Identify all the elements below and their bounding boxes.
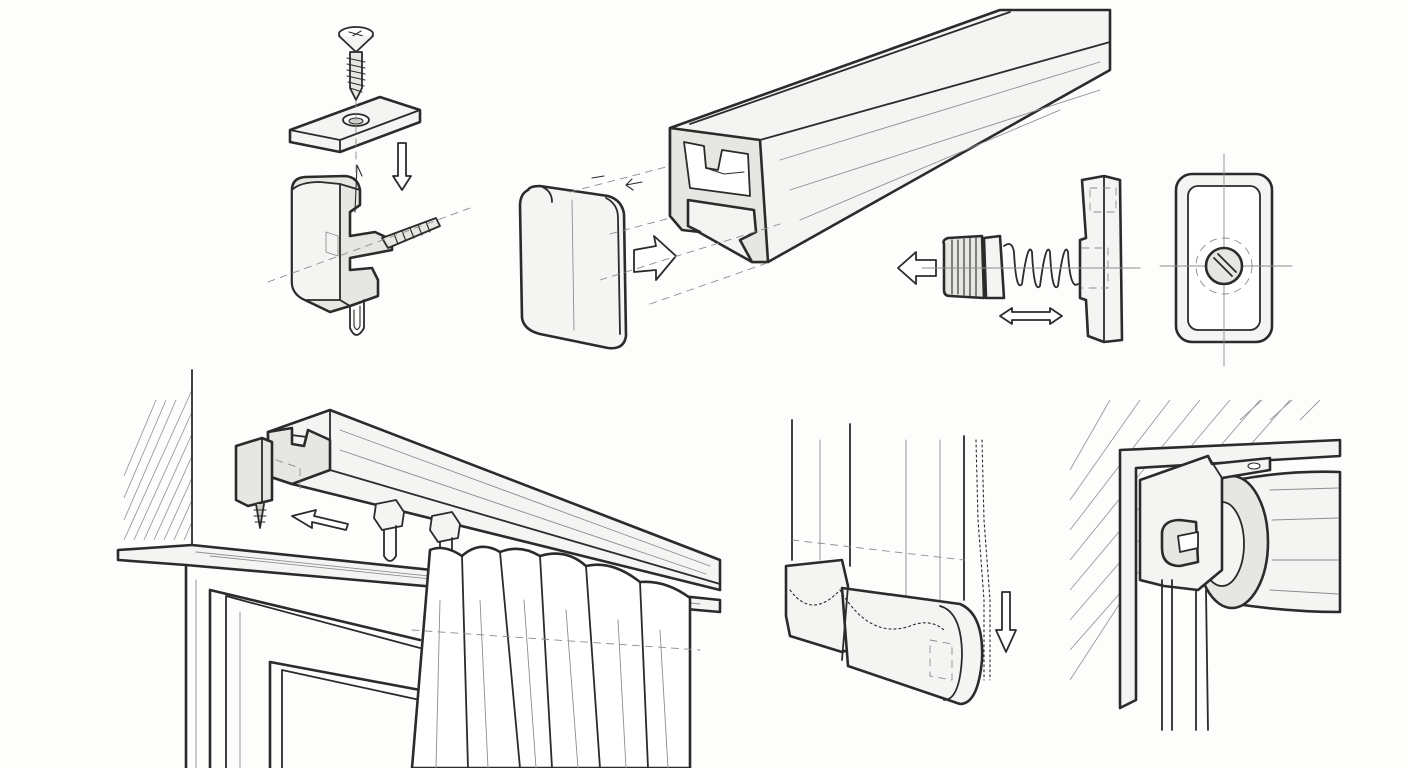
slotted-screw-icon (1204, 246, 1244, 286)
arrow-right-icon (633, 235, 677, 281)
arrow-down-icon (392, 142, 412, 191)
window-frame (184, 563, 422, 768)
roller-blind-bracket (1069, 399, 1342, 731)
spring-icon (1003, 243, 1079, 289)
clip-body (290, 164, 441, 336)
spring-stop-plug (897, 174, 1141, 344)
double-arrow-icon (999, 307, 1063, 325)
wall-hatching (123, 389, 193, 541)
ceiling-rail-with-curtain (116, 369, 722, 768)
rail-profile-end-cap (518, 8, 1112, 350)
curtain-icon (410, 545, 701, 768)
bracket-clip-assembly (267, 26, 471, 336)
end-cap-icon (518, 184, 628, 350)
arrow-down-icon (995, 591, 1017, 653)
roller-blind-chain-bottom (784, 419, 1017, 706)
arrow-left-icon (897, 251, 937, 285)
chain-icon (789, 439, 991, 681)
screw-icon (338, 26, 374, 101)
end-plate-front-view (1159, 153, 1293, 367)
ceiling-rail (234, 408, 722, 592)
arrow-left-icon (291, 509, 349, 531)
rail-section (668, 8, 1112, 264)
